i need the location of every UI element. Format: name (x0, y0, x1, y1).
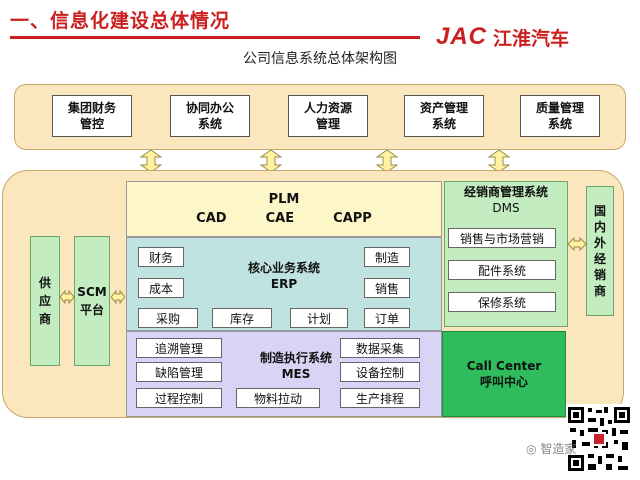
erp-module-finance: 财务 (138, 247, 184, 267)
double-arrow-vertical-4 (488, 150, 510, 172)
top-system-assets: 资产管理系统 (404, 95, 484, 137)
erp-module-cost: 成本 (138, 278, 184, 298)
mes-module-traceability: 追溯管理 (136, 338, 222, 358)
logo-chinese: 江淮汽车 (493, 27, 570, 50)
plm-title: PLM (268, 192, 300, 207)
erp-module-purchase: 采购 (138, 308, 198, 328)
logo-latin: JAC (436, 23, 488, 50)
erp-module-sales: 销售 (364, 278, 410, 298)
plm-item-cae: CAE (265, 211, 295, 226)
dms-module-parts: 配件系统 (448, 260, 556, 280)
mes-module-scheduling: 生产排程 (340, 388, 420, 408)
dms-module-warranty: 保修系统 (448, 292, 556, 312)
mes-title: 制造执行系统 MES (259, 351, 332, 381)
double-arrow-dms-dealers (568, 237, 586, 251)
double-arrow-vertical-1 (140, 150, 162, 172)
double-arrow-vertical-3 (376, 150, 398, 172)
double-arrow-vertical-2 (260, 150, 282, 172)
top-system-finance: 集团财务管控 (52, 95, 132, 137)
mes-module-process-control: 过程控制 (136, 388, 222, 408)
qr-code (566, 404, 632, 474)
double-arrow-supplier-scm (60, 290, 74, 304)
title-underline (10, 36, 420, 39)
dms-module-sales-marketing: 销售与市场营销 (448, 228, 556, 248)
plm-item-capp: CAPP (333, 211, 372, 226)
erp-module-inventory: 库存 (212, 308, 272, 328)
watermark-text: 智造家 (540, 442, 577, 456)
top-system-quality: 质量管理系统 (520, 95, 600, 137)
mes-module-equipment-control: 设备控制 (340, 362, 420, 382)
double-arrow-scm-core (111, 290, 125, 304)
mes-module-material-pull: 物料拉动 (236, 388, 320, 408)
watermark: ◎ 智造家 (526, 440, 576, 457)
plm-box: PLM CAD CAE CAPP (126, 181, 442, 237)
page-title: 一、信息化建设总体情况 (10, 10, 231, 32)
erp-module-orders: 订单 (364, 308, 410, 328)
jac-logo: JAC 江淮汽车 (436, 23, 632, 50)
mes-module-data-collection: 数据采集 (340, 338, 420, 358)
diagram-title: 公司信息系统总体架构图 (243, 51, 397, 67)
erp-module-manufacturing: 制造 (364, 247, 410, 267)
erp-title: 核心业务系统 ERP (247, 261, 320, 291)
erp-module-planning: 计划 (290, 308, 348, 328)
plm-item-cad: CAD (196, 211, 227, 226)
top-system-hr: 人力资源管理 (288, 95, 368, 137)
mes-module-defects: 缺陷管理 (136, 362, 222, 382)
call-center-box: Call Center 呼叫中心 (442, 331, 566, 417)
wechat-icon: ◎ (526, 442, 537, 456)
dealers-box: 国 内 外 经 销 商 (586, 186, 614, 316)
supplier-box: 供 应 商 (30, 236, 60, 366)
top-system-office: 协同办公系统 (170, 95, 250, 137)
scm-platform-box: SCM 平台 (74, 236, 110, 366)
dms-title: 经销商管理系统 DMS (463, 185, 548, 215)
